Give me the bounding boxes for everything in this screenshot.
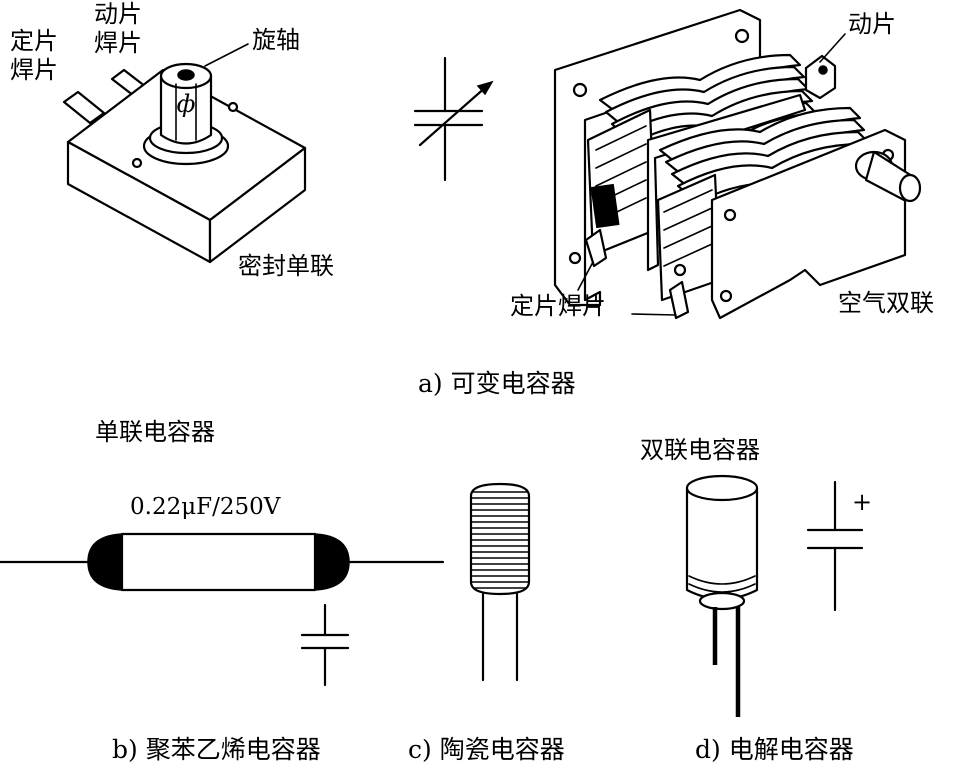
panel-d-caption: d) 电解电容器: [695, 735, 854, 764]
electrolytic-capacitor: 双联电容器 + d) 电解电容器: [640, 436, 872, 764]
panel-d-title: 双联电容器: [640, 436, 760, 464]
stator-lug-leader-line-2: [631, 313, 677, 316]
sealed-capacitor-name: 密封单联: [238, 252, 334, 280]
rotor-lug: [804, 54, 837, 100]
electrolytic-top: [685, 474, 759, 502]
variable-capacitor-symbol: [413, 56, 494, 182]
stator-label-line1: 定片: [10, 27, 58, 55]
plus-sign: +: [852, 488, 872, 516]
ceramic-body: [469, 482, 531, 596]
air-capacitor-shaft: [854, 150, 922, 203]
capacitor-body: [120, 532, 317, 592]
capacitor-rating: 0.22μF/250V: [130, 494, 281, 520]
mounting-hole: [227, 101, 239, 113]
rotor-plates-lower: [658, 106, 874, 204]
polystyrene-capacitor: 单联电容器 0.22μF/250V b) 聚苯乙烯电容器: [0, 418, 445, 764]
rotor-label-line1: 动片: [94, 0, 142, 28]
panel-b-caption: b) 聚苯乙烯电容器: [112, 735, 321, 764]
panel-a-caption: a) 可变电容器: [418, 369, 576, 398]
right-end-cap: [314, 533, 350, 591]
stator-solder-lugs: [584, 228, 690, 320]
stator-plates-right: [656, 173, 722, 302]
air-dual-gang-capacitor: 3: [510, 8, 934, 320]
electrolytic-band: [688, 575, 756, 585]
ceramic-body-bands: [471, 491, 529, 589]
air-stator-lug-label: 定片焊片: [510, 292, 606, 320]
air-capacitor-name: 空气双联: [838, 289, 934, 317]
polarized-capacitor-symbol: +: [806, 480, 872, 612]
fixed-capacitor-symbol: [300, 603, 350, 687]
panel-c-caption: c) 陶瓷电容器: [408, 735, 565, 764]
shaft-leader-line: [204, 43, 249, 67]
shaft-label: 旋轴: [252, 26, 300, 54]
electrolytic-can: [685, 486, 759, 600]
air-rotor-label: 动片: [848, 10, 896, 38]
electrolytic-base: [698, 591, 746, 611]
stator-solder-lug: [62, 90, 106, 125]
rear-frame-plate: [553, 8, 762, 307]
mounting-hole: [131, 157, 143, 169]
plate-number-mark: 3: [598, 199, 616, 229]
panel-b-title: 单联电容器: [95, 418, 215, 446]
rotor-leader-line: [819, 33, 846, 63]
rotary-shaft: ф: [142, 62, 230, 166]
stator-plates-left: 3: [586, 108, 657, 257]
stator-label-line2: 焊片: [10, 56, 58, 84]
rotor-label-line2: 焊片: [94, 29, 142, 57]
sealed-single-gang-capacitor: ф 定片 焊片 动片 焊片 旋轴 密封单联: [10, 0, 334, 280]
shaft-mark: ф: [177, 90, 196, 118]
ceramic-capacitor: c) 陶瓷电容器: [408, 482, 565, 764]
stator-lug-leader-line: [577, 261, 594, 291]
left-end-cap: [87, 533, 123, 591]
